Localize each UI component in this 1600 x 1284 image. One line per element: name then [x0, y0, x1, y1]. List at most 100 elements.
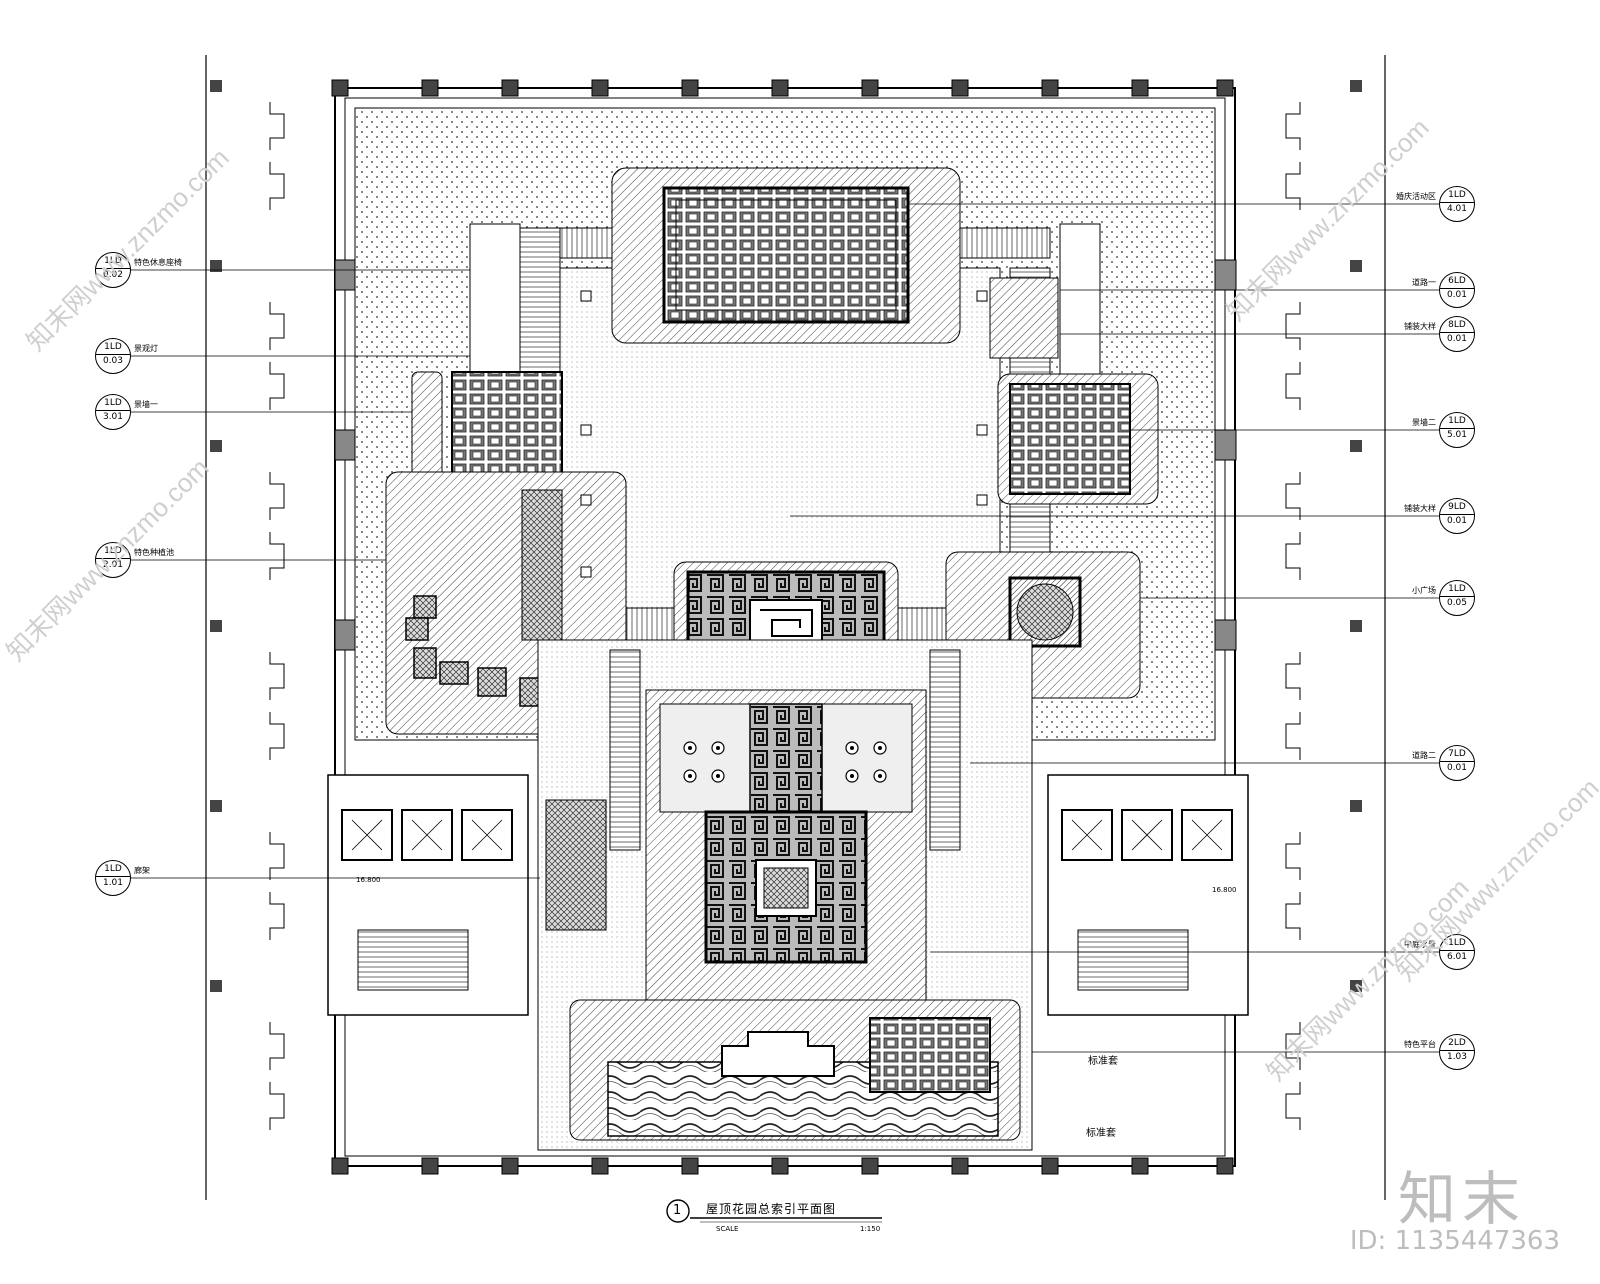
lamp-post	[580, 494, 592, 506]
callout-ref: 1LD	[96, 257, 130, 269]
callout-ref: 1LD	[96, 399, 130, 411]
balcony-profile	[269, 832, 285, 880]
elevator-cross	[1071, 819, 1103, 851]
balcony-profile	[269, 472, 285, 520]
callout-sheet: 4.01	[1446, 204, 1468, 214]
callout-sheet: 0.01	[1446, 290, 1468, 300]
column	[1216, 79, 1234, 97]
balcony-profile	[1285, 1082, 1301, 1130]
callout-ref: 1LD	[1440, 417, 1474, 429]
tree-trunk	[688, 746, 692, 750]
elevator-cross	[411, 819, 443, 851]
grid-marker	[210, 620, 222, 632]
column	[1131, 79, 1149, 97]
callout-sheet: 0.01	[1446, 763, 1468, 773]
balcony-profile	[1285, 1022, 1301, 1070]
lamp-post	[976, 290, 988, 302]
grid-marker	[1350, 620, 1362, 632]
callout-sheet: 6.01	[1446, 952, 1468, 962]
balcony-profile	[269, 1022, 285, 1070]
column	[771, 1157, 789, 1175]
lamp-post	[580, 424, 592, 436]
stair	[357, 929, 469, 991]
grid-marker	[1350, 260, 1362, 272]
column	[1213, 429, 1237, 461]
lamp-post	[976, 494, 988, 506]
left-wing-fixtures	[327, 774, 529, 1016]
balcony-profile	[1285, 832, 1301, 880]
column	[1041, 1157, 1059, 1175]
balcony-profile	[269, 1082, 285, 1130]
lower-courtyard	[537, 639, 1033, 1151]
column	[334, 619, 358, 651]
grid-marker	[1350, 440, 1362, 452]
callout-sheet: 0.03	[102, 356, 124, 366]
callout-sheet: 0.05	[1446, 598, 1468, 608]
column	[1213, 619, 1237, 651]
column	[1041, 79, 1059, 97]
drawing-title: 屋顶花园总索引平面图	[706, 1202, 837, 1216]
column	[334, 259, 358, 291]
room-label: 标准套	[1088, 1056, 1118, 1067]
elevator-cross	[1191, 819, 1223, 851]
callout-label: 婚庆活动区	[1396, 192, 1436, 201]
callout-ref: 9LD	[1440, 503, 1474, 515]
column	[681, 79, 699, 97]
column	[771, 79, 789, 97]
tree-trunk	[850, 774, 854, 778]
balcony-profile	[269, 892, 285, 940]
callout-label: 景观灯	[134, 344, 158, 353]
balcony-profile	[1285, 302, 1301, 350]
tree-trunk	[716, 774, 720, 778]
balcony-profile	[1285, 472, 1301, 520]
title-block	[666, 1199, 882, 1223]
callout-ref: 1LD	[96, 343, 130, 355]
column	[331, 1157, 349, 1175]
elevator	[1061, 809, 1113, 861]
right-wing-fixtures	[1047, 774, 1249, 1016]
grid-marker	[1350, 800, 1362, 812]
callout-ref: 1LD	[1440, 585, 1474, 597]
elevator-cross	[351, 819, 383, 851]
tree-symbols	[580, 290, 988, 783]
callout-label: 铺装大样	[1404, 504, 1436, 513]
column	[1216, 1157, 1234, 1175]
callout-ref: 6LD	[1440, 277, 1474, 289]
scale-label: SCALE	[716, 1225, 739, 1233]
balcony-profile	[1285, 892, 1301, 940]
grid-marker	[210, 800, 222, 812]
elevator-cross	[1131, 819, 1163, 851]
callout-label: 道路二	[1412, 751, 1436, 760]
balcony-profile	[269, 532, 285, 580]
balcony-profile	[1285, 712, 1301, 760]
balcony-profile	[1285, 652, 1301, 700]
brand-logo-text: 知末	[1397, 1165, 1526, 1233]
grid-marker	[1350, 980, 1362, 992]
balcony-profile	[1285, 362, 1301, 410]
balcony-profile	[1285, 532, 1301, 580]
balcony-profile	[1285, 162, 1301, 210]
callout-sheet: 0.01	[1446, 334, 1468, 344]
callout-label: 廊架	[134, 866, 150, 875]
balcony-profile	[269, 102, 285, 150]
tree-trunk	[850, 746, 854, 750]
column	[861, 1157, 879, 1175]
column	[861, 79, 879, 97]
column	[591, 79, 609, 97]
column	[331, 79, 349, 97]
column	[334, 429, 358, 461]
balcony-profile	[269, 712, 285, 760]
tree-trunk	[716, 746, 720, 750]
callout-label: 特色种植池	[134, 548, 174, 557]
